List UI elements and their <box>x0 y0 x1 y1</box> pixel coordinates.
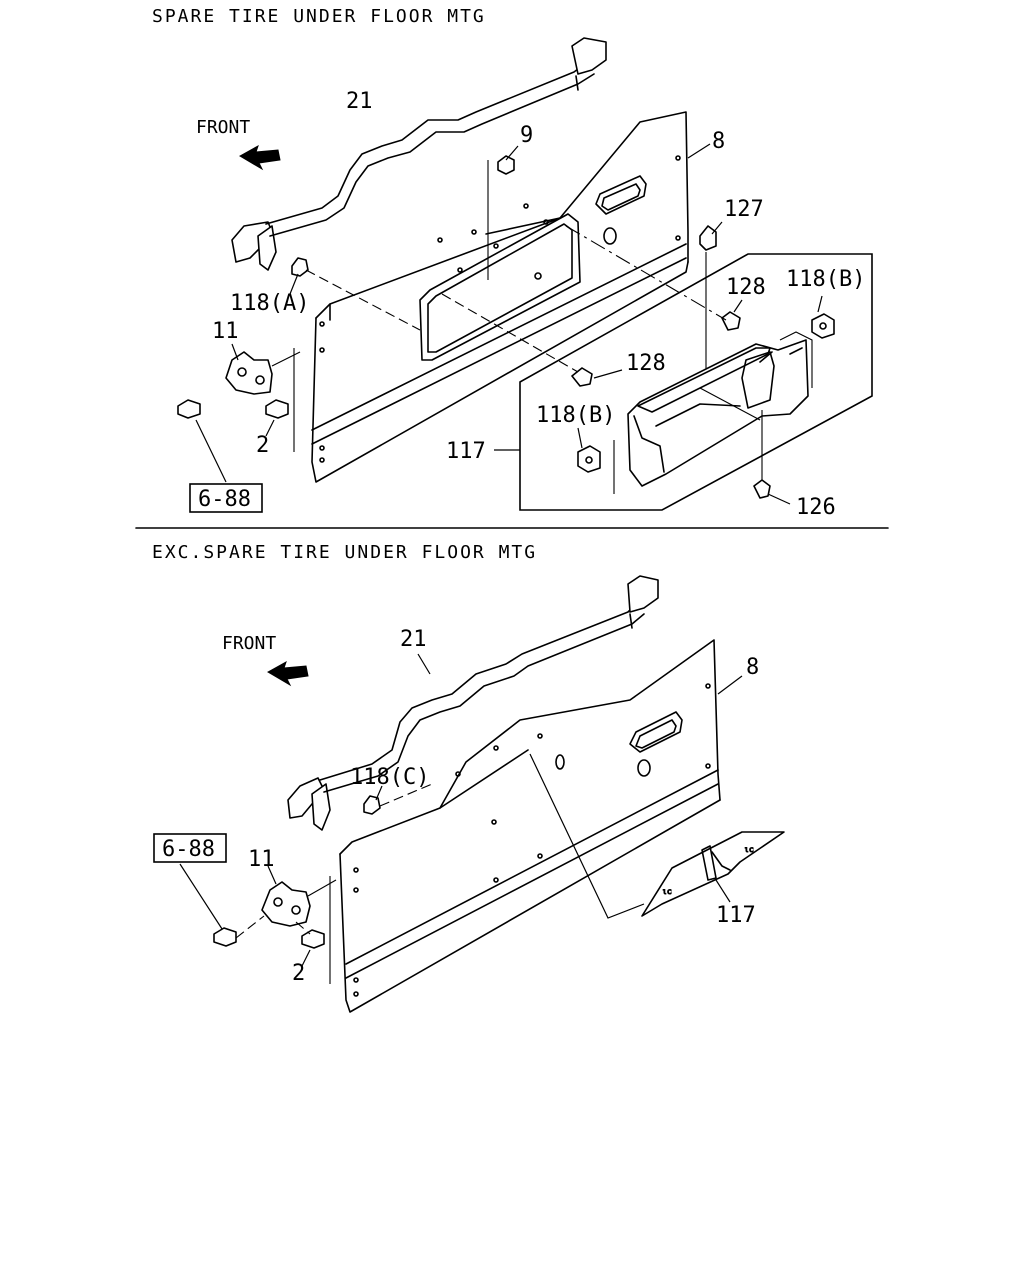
callout-127: 127 <box>724 197 764 222</box>
bolt-ref-6-88-bottom: 6-88 <box>153 833 265 947</box>
section-top-title: SPARE TIRE UNDER FLOOR MTG <box>152 6 486 27</box>
bolt-2 <box>265 399 289 437</box>
bolt-2-bottom <box>295 921 325 967</box>
screw-128-lower <box>441 293 623 387</box>
callout-118b-right: 118(B) <box>786 267 865 292</box>
front-label-top: FRONT <box>196 117 250 138</box>
callout-21-top: 21 <box>346 89 373 114</box>
ref-box-top <box>189 483 263 513</box>
assembly-117-frame <box>494 253 873 511</box>
callout-11-top: 11 <box>212 319 239 344</box>
callout-128-upper: 128 <box>726 275 766 300</box>
trim-117 <box>613 331 813 494</box>
callout-118c: 118(C) <box>350 765 429 790</box>
ref-label-top: 6-88 <box>198 487 251 512</box>
bolt-ref-6-88-top: 6-88 <box>177 399 263 513</box>
rail-21 <box>231 37 607 271</box>
ref-label-bottom: 6-88 <box>162 837 215 862</box>
ref-box-bottom <box>153 833 227 863</box>
rail-21-bottom <box>287 575 659 831</box>
callout-117-top: 117 <box>446 439 486 464</box>
front-label-bottom: FRONT <box>222 633 276 654</box>
section-bottom: EXC.SPARE TIRE UNDER FLOOR MTG FRONT <box>152 542 785 1013</box>
nut-118c <box>363 783 433 815</box>
clip-118b-right <box>811 295 835 339</box>
callout-126: 126 <box>796 495 836 520</box>
section-bottom-title: EXC.SPARE TIRE UNDER FLOOR MTG <box>152 542 537 563</box>
section-top: SPARE TIRE UNDER FLOOR MTG FRONT <box>152 6 873 520</box>
callout-11-bottom: 11 <box>248 847 275 872</box>
svg-text:ιc: ιc <box>662 887 672 896</box>
callout-128-lower: 128 <box>626 351 666 376</box>
callout-21-bottom: 21 <box>400 627 427 652</box>
hinge-11-bottom <box>261 865 337 984</box>
clip-118b-left <box>577 427 601 473</box>
front-arrow-icon <box>238 144 281 171</box>
bolt-9 <box>487 145 519 280</box>
callout-118b-left: 118(B) <box>536 403 615 428</box>
tailgate-panel-8-bottom <box>339 639 721 1013</box>
nut-118a <box>289 257 421 331</box>
callout-2-bottom: 2 <box>292 961 305 986</box>
callout-117-bottom: 117 <box>716 903 756 928</box>
hinge-11 <box>225 343 301 452</box>
front-arrow-icon <box>266 660 309 687</box>
callout-8-bottom: 8 <box>746 655 759 680</box>
callout-8-top: 8 <box>712 129 725 154</box>
trim-117-bottom: ιc ιc <box>641 831 785 917</box>
callout-118a: 118(A) <box>230 291 309 316</box>
callout-2-top: 2 <box>256 433 269 458</box>
svg-text:ιc: ιc <box>744 845 754 854</box>
callout-9: 9 <box>520 123 533 148</box>
screw-128-upper <box>565 225 743 331</box>
screw-126 <box>699 387 791 505</box>
leader-117-bottom <box>529 753 645 919</box>
tailgate-panel-8 <box>311 111 689 483</box>
